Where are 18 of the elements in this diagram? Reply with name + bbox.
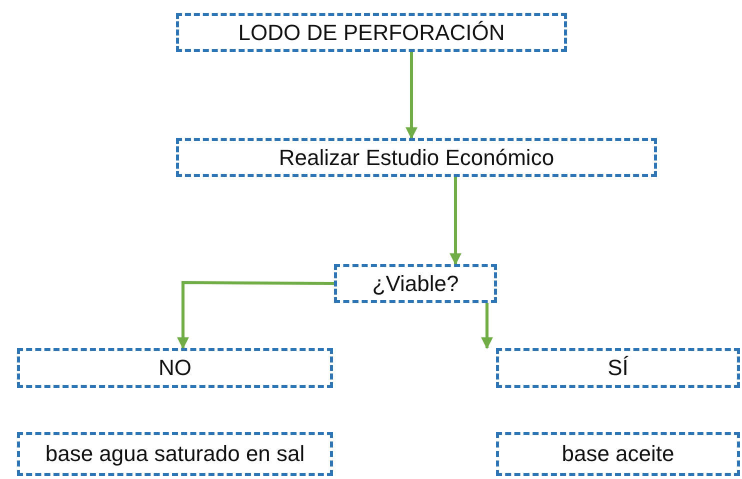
process-box <box>334 264 497 303</box>
box-label: LODO DE PERFORACIÓN <box>238 20 505 46</box>
box-label: ¿Viable? <box>372 270 459 296</box>
arrow <box>450 177 462 266</box>
process-box <box>496 348 740 388</box>
process-box <box>17 432 333 476</box>
box-label: base aceite <box>562 441 674 467</box>
arrow <box>406 52 418 140</box>
box-label: SÍ <box>608 355 628 381</box>
box-label: NO <box>158 355 192 381</box>
box-label: base agua saturado en sal <box>45 441 305 467</box>
process-box <box>176 13 567 52</box>
box-label: Realizar Estudio Económico <box>278 144 554 170</box>
arrow <box>177 281 334 350</box>
process-box <box>176 138 657 177</box>
process-box <box>17 348 333 388</box>
process-box <box>496 432 740 476</box>
arrow <box>481 303 493 350</box>
